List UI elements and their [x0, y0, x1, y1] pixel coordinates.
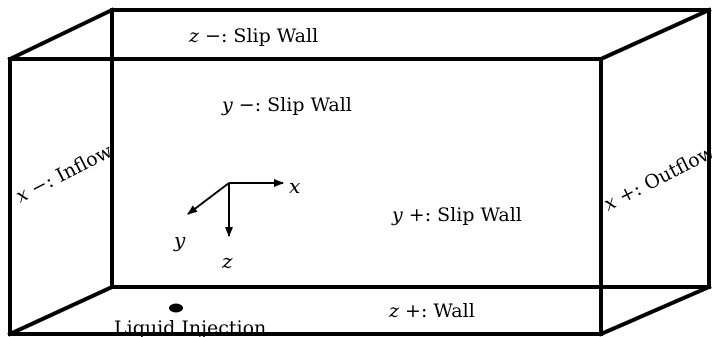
connector-bottom-right	[598, 284, 712, 337]
label-x-minus: x −: Inflow	[12, 140, 116, 208]
axis-label-z: z	[221, 249, 233, 273]
box-wireframe	[7, 7, 712, 337]
label-z-minus: z −: Slip Wall	[188, 25, 318, 47]
connector-top-left	[7, 7, 115, 62]
axis-label-y: y	[173, 228, 186, 252]
connector-bottom-left	[7, 284, 115, 337]
label-y-plus: y +: Slip Wall	[391, 204, 522, 226]
label-liquid-injection: Liquid Injection	[114, 317, 266, 337]
axis-label-x: x	[289, 174, 300, 198]
front-face-edges	[8, 57, 603, 336]
y-axis-arrow	[187, 182, 230, 215]
label-x-plus: x +: Outflow	[600, 141, 715, 216]
coordinate-axes	[187, 179, 284, 237]
label-z-plus: z +: Wall	[388, 300, 475, 322]
injection-dot	[169, 303, 183, 313]
label-y-minus: y −: Slip Wall	[221, 94, 352, 116]
connector-top-right	[598, 7, 712, 62]
